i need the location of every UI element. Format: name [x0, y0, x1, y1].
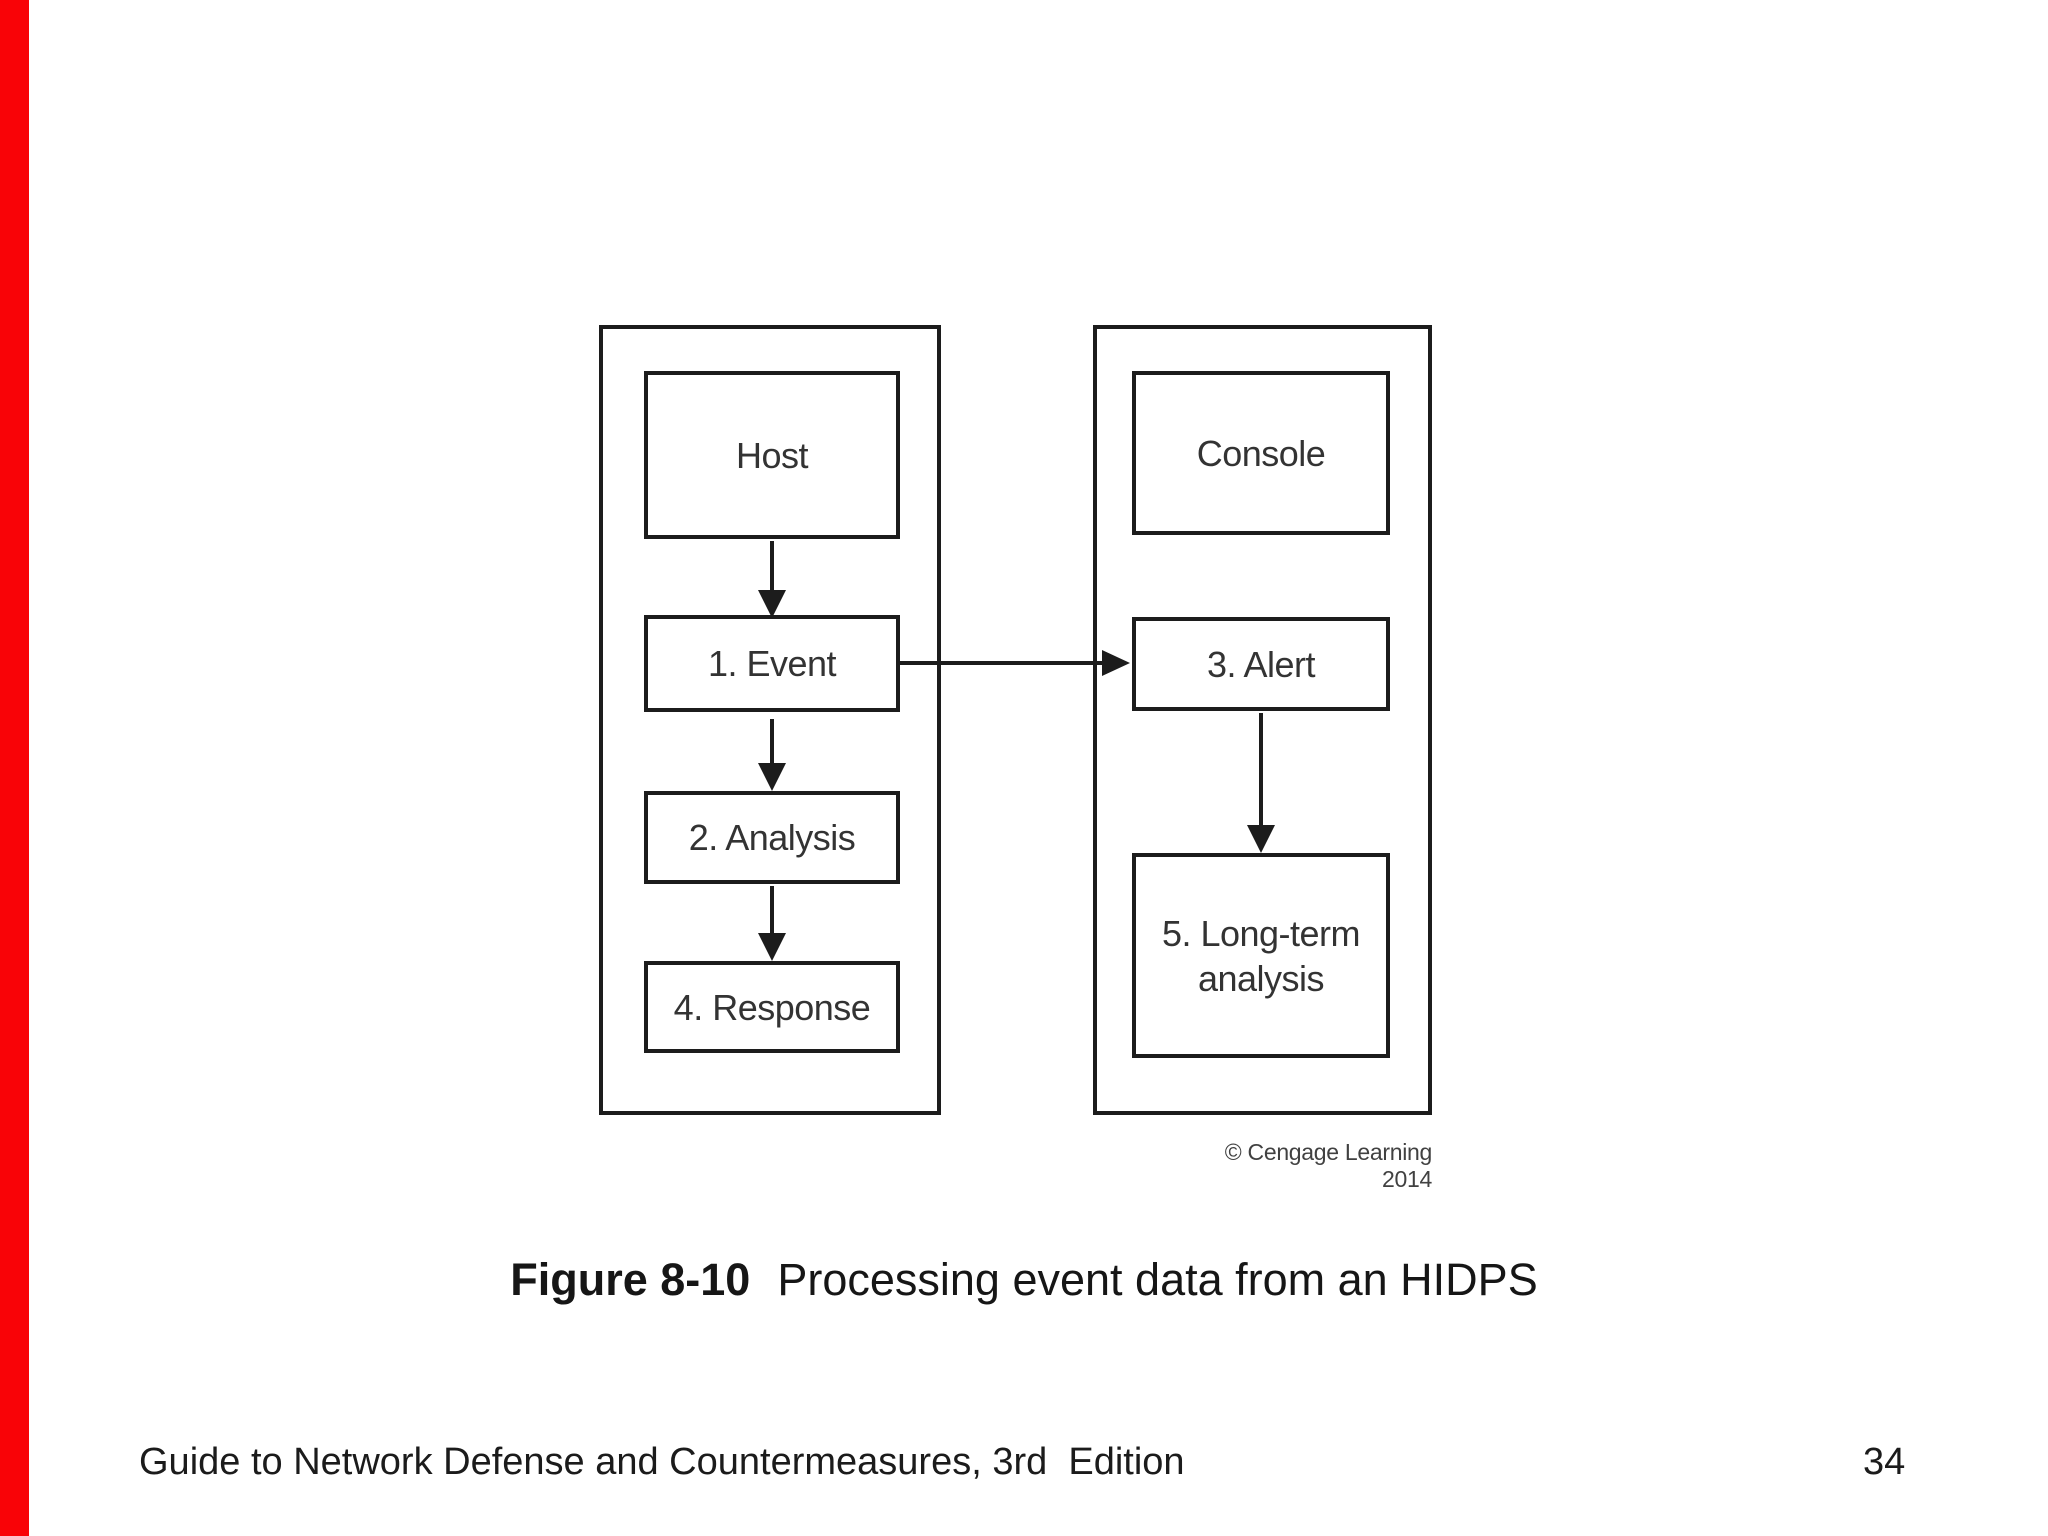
- arrow-analysis-response-head: [758, 933, 786, 961]
- node-analysis: 2. Analysis: [644, 791, 900, 884]
- node-analysis-label: 2. Analysis: [688, 817, 856, 858]
- node-host-label: Host: [735, 434, 809, 476]
- arrow-event-analysis-head: [758, 763, 786, 791]
- node-response: 4. Response: [644, 961, 900, 1053]
- node-console: Console: [1132, 371, 1390, 535]
- arrow-event-alert: [900, 661, 1106, 665]
- page-number: 34: [1863, 1441, 1906, 1483]
- node-host: Host: [644, 371, 900, 539]
- left-accent-bar: [0, 0, 29, 1536]
- node-longterm-line2: analysis: [1197, 957, 1325, 999]
- arrow-host-event-head: [758, 590, 786, 618]
- figure-caption: Figure 8-10 Processing event data from an…: [0, 1252, 2048, 1308]
- arrow-event-analysis: [770, 719, 774, 767]
- arrow-analysis-response: [770, 886, 774, 934]
- arrow-alert-longterm: [1259, 713, 1263, 828]
- node-longterm-analysis: 5. Long-term analysis: [1132, 853, 1390, 1058]
- arrow-alert-longterm-head: [1247, 825, 1275, 853]
- node-response-label: 4. Response: [673, 986, 871, 1028]
- footer-text: Guide to Network Defense and Countermeas…: [139, 1441, 1185, 1483]
- arrow-event-alert-head: [1102, 650, 1130, 676]
- node-alert: 3. Alert: [1132, 617, 1390, 711]
- figure-caption-text: Processing event data from an HIDPS: [777, 1254, 1538, 1305]
- arrow-host-event: [770, 541, 774, 593]
- node-event: 1. Event: [644, 615, 900, 712]
- node-longterm-line1: 5. Long-term: [1161, 912, 1361, 954]
- node-console-label: Console: [1196, 432, 1326, 474]
- node-alert-label: 3. Alert: [1206, 643, 1316, 685]
- copyright-text: © Cengage Learning 2014: [1224, 1139, 1433, 1192]
- figure-caption-label: Figure 8-10: [510, 1254, 751, 1305]
- node-event-label: 1. Event: [707, 643, 837, 684]
